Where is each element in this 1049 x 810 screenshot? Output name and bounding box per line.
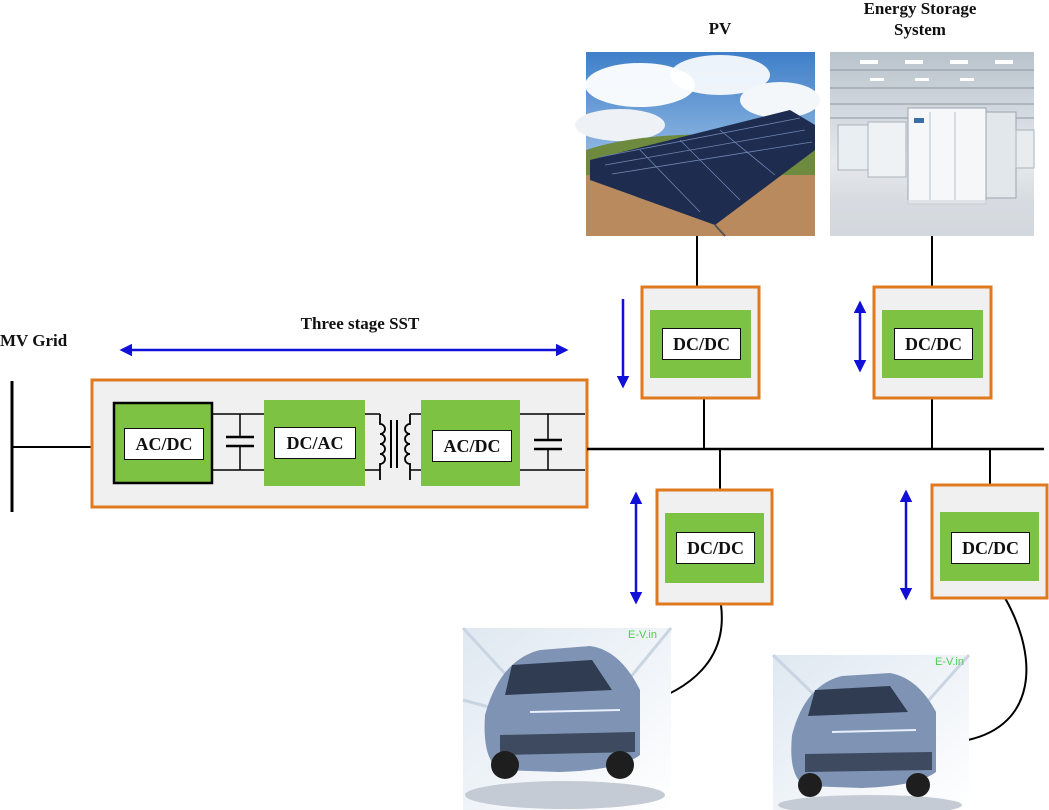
- sst-label-2: DC/AC: [274, 427, 356, 459]
- ess-photo: [830, 52, 1035, 236]
- dcdc-label-ev2: DC/DC: [951, 532, 1030, 564]
- dcdc-label-ev1: DC/DC: [676, 532, 755, 564]
- sst-label-1: AC/DC: [124, 428, 204, 460]
- pv-label: PV: [708, 19, 732, 38]
- mv-grid-bus: [10, 381, 92, 512]
- sst-title: Three stage SST: [300, 314, 420, 333]
- ev-watermark-2: E-V.in: [935, 656, 964, 668]
- ev-photo-1: [461, 626, 673, 810]
- ess-label: Energy Storage System: [863, 0, 977, 39]
- dcdc-label-pv: DC/DC: [662, 328, 741, 360]
- ev-photo-2: [771, 653, 971, 810]
- dcdc-label-ess: DC/DC: [894, 328, 973, 360]
- mv-grid-label: MV Grid: [0, 331, 68, 350]
- ev-watermark-1: E-V.in: [628, 629, 657, 641]
- sst-internal-wiring: [212, 413, 585, 471]
- pv-photo: [575, 52, 820, 237]
- dc-bus: [587, 236, 1044, 490]
- sst-label-3: AC/DC: [432, 430, 512, 462]
- ev-cable-2: [967, 597, 1028, 741]
- transformer-icon: [379, 414, 411, 480]
